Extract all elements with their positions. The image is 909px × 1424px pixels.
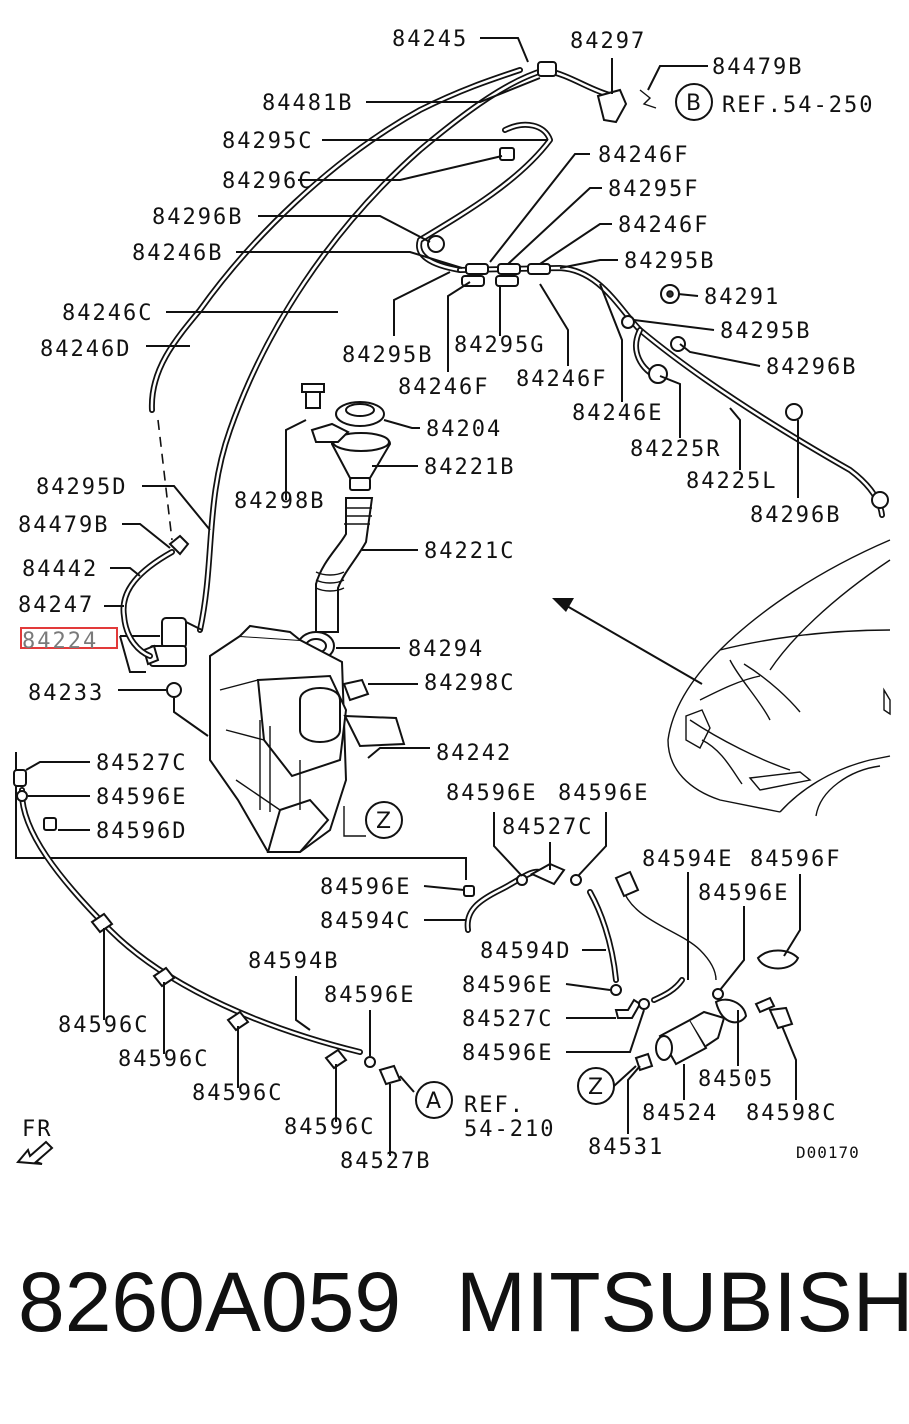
part-label-84246f[interactable]: 84246F xyxy=(516,367,607,392)
part-label-84295b[interactable]: 84295B xyxy=(624,249,715,274)
part-label-84527b[interactable]: 84527B xyxy=(340,1149,431,1174)
part-label-84246d[interactable]: 84246D xyxy=(40,337,131,362)
washer-pump xyxy=(104,485,211,737)
part-label-84221b[interactable]: 84221B xyxy=(424,455,515,480)
highlighted-part-label[interactable]: 84224 xyxy=(22,629,98,654)
part-label-84298b[interactable]: 84298B xyxy=(234,489,325,514)
nozzle-84297 xyxy=(596,88,628,124)
part-label-84297[interactable]: 84297 xyxy=(570,29,646,54)
part-label-84247[interactable]: 84247 xyxy=(18,593,94,618)
part-number: 8260A059 xyxy=(18,1255,402,1349)
part-label-84594d[interactable]: 84594D xyxy=(480,939,571,964)
middle-hose-assembly: Z xyxy=(423,812,801,1134)
part-label-84221c[interactable]: 84221C xyxy=(424,539,515,564)
front-direction-indicator xyxy=(16,1140,54,1165)
part-label-84204[interactable]: 84204 xyxy=(426,417,502,442)
part-label-84596e[interactable]: 84596E xyxy=(462,1041,553,1066)
part-label-84479b[interactable]: 84479B xyxy=(18,513,109,538)
part-label-84596e[interactable]: 84596E xyxy=(558,781,649,806)
part-label-84596e[interactable]: 84596E xyxy=(462,973,553,998)
part-label-84596e[interactable]: 84596E xyxy=(324,983,415,1008)
part-label-84296c[interactable]: 84296C xyxy=(222,169,313,194)
part-label-84527c[interactable]: 84527C xyxy=(502,815,593,840)
part-label-84596e[interactable]: 84596E xyxy=(96,785,187,810)
part-label-84296b[interactable]: 84296B xyxy=(750,503,841,528)
footer: 8260A059 MITSUBISHI xyxy=(0,1260,909,1370)
hose-fittings xyxy=(427,61,889,509)
highlight-box xyxy=(20,627,118,649)
part-label-84296b[interactable]: 84296B xyxy=(152,205,243,230)
part-label-84246c[interactable]: 84246C xyxy=(62,301,153,326)
part-label-84598c[interactable]: 84598C xyxy=(746,1101,837,1126)
part-label-84596c[interactable]: 84596C xyxy=(118,1047,209,1072)
fr-label: FR xyxy=(22,1117,53,1142)
part-label-84295d[interactable]: 84295D xyxy=(36,475,127,500)
part-label-84527c[interactable]: 84527C xyxy=(96,751,187,776)
part-label-84225l[interactable]: 84225L xyxy=(686,469,777,494)
part-label-84246f[interactable]: 84246F xyxy=(398,375,489,400)
part-label-84242[interactable]: 84242 xyxy=(436,741,512,766)
vehicle-outline xyxy=(552,539,891,817)
part-label-84594c[interactable]: 84594C xyxy=(320,909,411,934)
lower-hose-assembly: A xyxy=(13,761,453,1156)
part-label-ref.[interactable]: REF. xyxy=(464,1093,525,1118)
part-label-84295g[interactable]: 84295G xyxy=(454,333,545,358)
part-label-84527c[interactable]: 84527C xyxy=(462,1007,553,1032)
circle-ref-z-upper: Z xyxy=(376,809,391,834)
part-labels: 84245 84297 84479B 84481B 84295C 84246F 84296C… xyxy=(18,27,857,1174)
part-label-84594b[interactable]: 84594B xyxy=(248,949,339,974)
part-label-84596e[interactable]: 84596E xyxy=(698,881,789,906)
part-label-84295b[interactable]: 84295B xyxy=(342,343,433,368)
circle-ref-z-upper-shape xyxy=(365,801,403,839)
part-label-84505[interactable]: 84505 xyxy=(698,1067,774,1092)
part-label-84596e[interactable]: 84596E xyxy=(446,781,537,806)
part-label-84596c[interactable]: 84596C xyxy=(58,1013,149,1038)
reservoir-boundary-line xyxy=(15,752,467,880)
part-label-84596f[interactable]: 84596F xyxy=(750,847,841,872)
part-label-84596d[interactable]: 84596D xyxy=(96,819,187,844)
reservoir-tank xyxy=(209,624,430,853)
part-label-84245[interactable]: 84245 xyxy=(392,27,468,52)
part-label-84298c[interactable]: 84298C xyxy=(424,671,515,696)
part-label-84531[interactable]: 84531 xyxy=(588,1135,664,1160)
part-label-84233[interactable]: 84233 xyxy=(28,681,104,706)
part-label-84596c[interactable]: 84596C xyxy=(284,1115,375,1140)
ref-54-250-label: REF.54-250 xyxy=(722,93,874,118)
drawing-code: D00170 xyxy=(796,1143,860,1162)
part-label-84294[interactable]: 84294 xyxy=(408,637,484,662)
part-label-84246f[interactable]: 84246F xyxy=(598,143,689,168)
brand-name: MITSUBISHI xyxy=(456,1255,909,1349)
part-label-84442[interactable]: 84442 xyxy=(22,557,98,582)
part-label-84295c[interactable]: 84295C xyxy=(222,129,313,154)
part-label-84246e[interactable]: 84246E xyxy=(572,401,663,426)
part-label-84296b[interactable]: 84296B xyxy=(766,355,857,380)
part-label-84246f[interactable]: 84246F xyxy=(618,213,709,238)
circle-ref-b-shape xyxy=(675,83,713,121)
part-label-54-210[interactable]: 54-210 xyxy=(464,1117,555,1142)
part-label-84481b[interactable]: 84481B xyxy=(262,91,353,116)
part-label-84524[interactable]: 84524 xyxy=(642,1101,718,1126)
part-label-84295b[interactable]: 84295B xyxy=(720,319,811,344)
part-label-84479b[interactable]: 84479B xyxy=(712,55,803,80)
part-label-84246b[interactable]: 84246B xyxy=(132,241,223,266)
part-label-84596e[interactable]: 84596E xyxy=(320,875,411,900)
circle-ref-b: B xyxy=(686,91,701,116)
part-label-84596c[interactable]: 84596C xyxy=(192,1081,283,1106)
dashed-routing xyxy=(157,419,173,541)
leader-lines-upper xyxy=(146,37,799,498)
part-label-84295f[interactable]: 84295F xyxy=(608,177,699,202)
circle-ref-a: A xyxy=(426,1089,441,1114)
part-label-84225r[interactable]: 84225R xyxy=(630,437,721,462)
filler-neck-assembly xyxy=(285,383,420,661)
circle-ref-z-lower: Z xyxy=(588,1075,603,1100)
part-label-84291[interactable]: 84291 xyxy=(704,285,780,310)
part-label-84594e[interactable]: 84594E xyxy=(642,847,733,872)
